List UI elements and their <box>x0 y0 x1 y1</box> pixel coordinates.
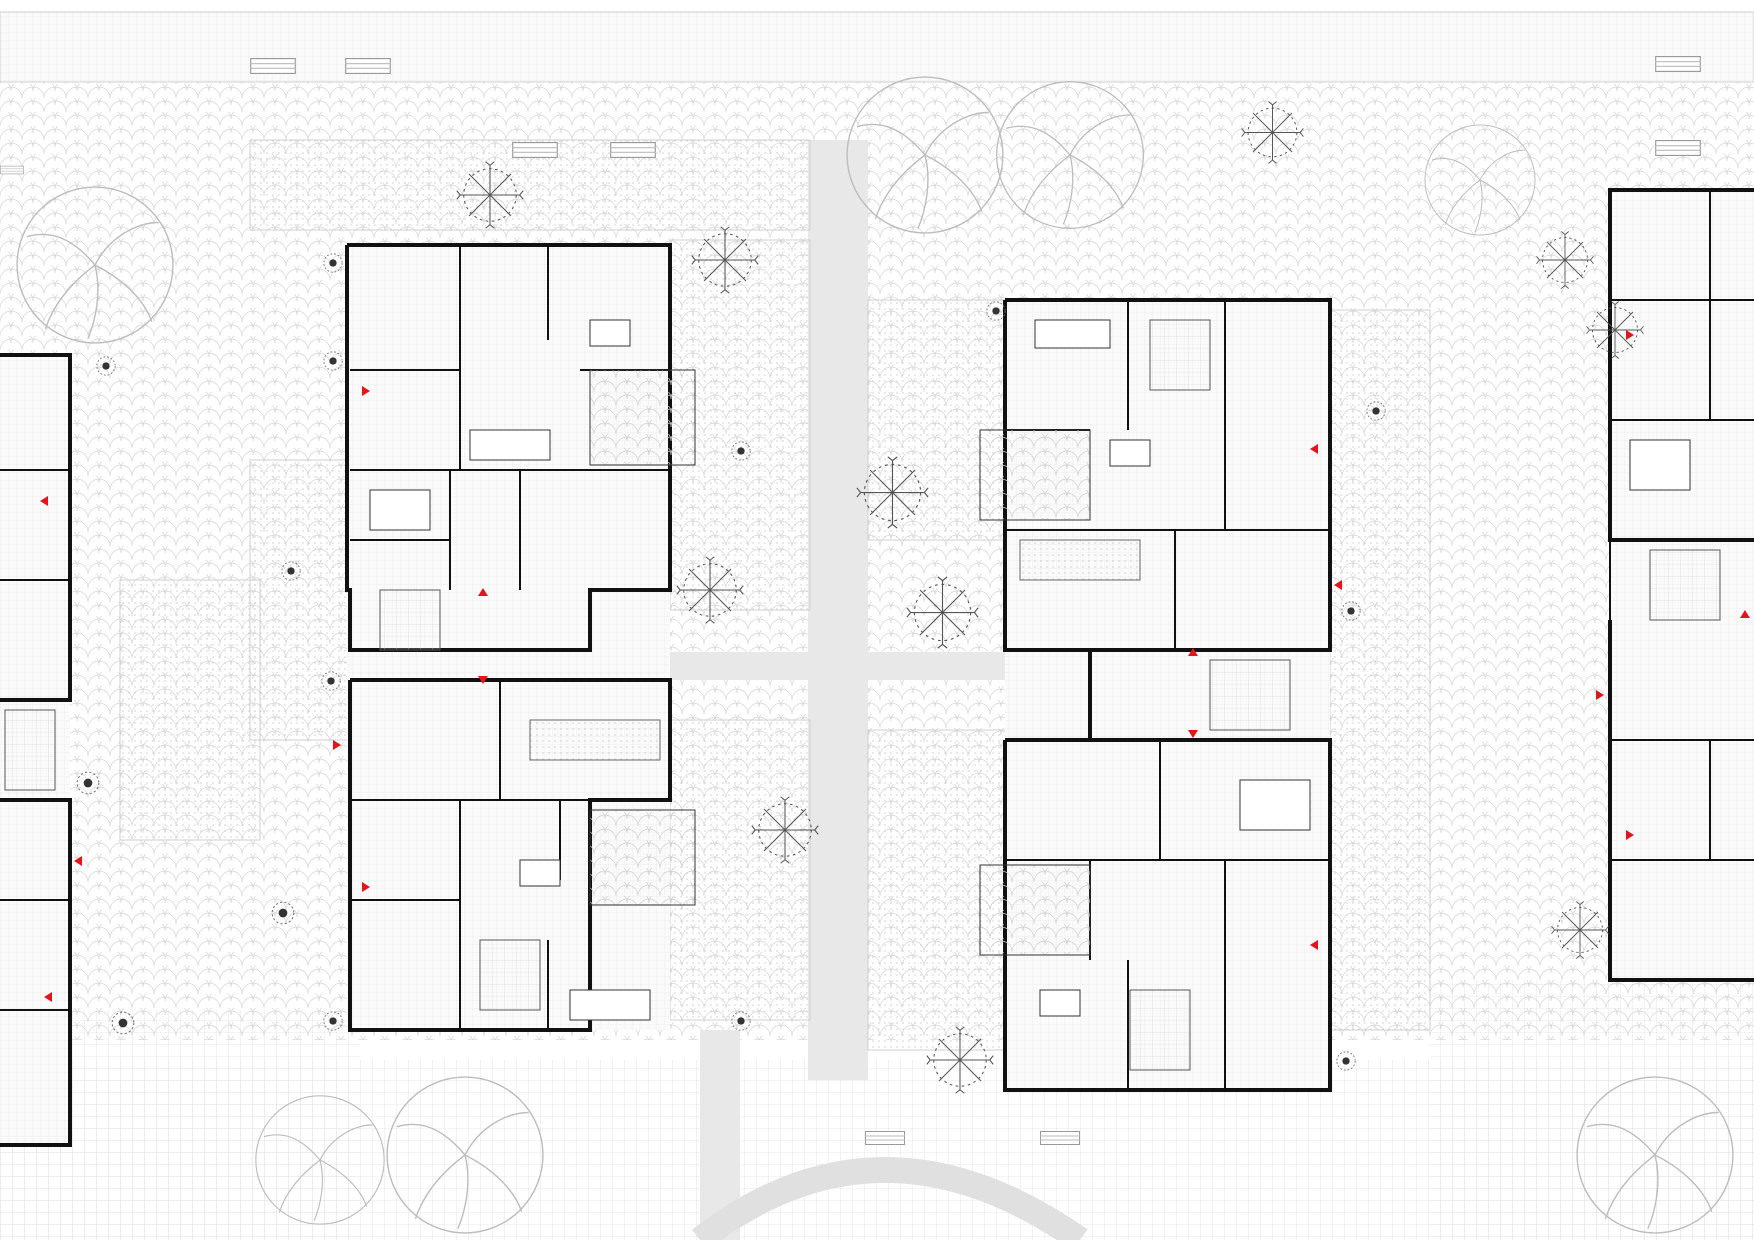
stair-c <box>1649 549 1721 621</box>
entrance-triangle-icon <box>1626 330 1634 340</box>
bed-a <box>369 489 431 531</box>
entrance-triangle-icon <box>1740 610 1750 618</box>
terrace-b2 <box>979 864 1091 956</box>
entrance-triangle-icon <box>362 882 370 892</box>
central-horizontal-path <box>588 652 1088 680</box>
bench-icon <box>345 58 391 74</box>
entrance-markers <box>40 330 1750 1002</box>
entrance-triangle-icon <box>40 496 48 506</box>
arched-path <box>692 1157 1088 1240</box>
stair-b-upper <box>1149 319 1211 391</box>
entrance-triangle-icon <box>44 992 52 1002</box>
entrance-triangle-icon <box>1188 730 1198 738</box>
building-d-partitions <box>0 469 70 1011</box>
plants-row-a <box>529 719 661 761</box>
building-b-walls <box>1003 298 1332 1092</box>
stair-d <box>4 709 56 791</box>
sofa-b <box>1034 319 1111 349</box>
central-vertical-path <box>808 140 868 1080</box>
stair-a-upper <box>379 589 441 651</box>
bench-icon <box>1655 140 1701 156</box>
stair-a-lower <box>479 939 541 1011</box>
entrance-triangle-icon <box>478 676 488 684</box>
bench-icon <box>0 165 24 175</box>
bench-icon <box>1655 56 1701 72</box>
dining-table-b1 <box>1109 439 1151 467</box>
entrance-triangle-icon <box>362 386 370 396</box>
plants-row-b <box>1019 539 1141 581</box>
entrance-triangle-icon <box>74 856 82 866</box>
entrance-triangle-icon <box>1188 648 1198 656</box>
building-d <box>0 353 72 1147</box>
entrance-triangle-icon <box>333 740 341 750</box>
bed-c <box>1629 439 1691 491</box>
garden-plots <box>119 139 1431 1051</box>
sofa-a1 <box>469 429 551 461</box>
dining-table-b2 <box>1039 989 1081 1017</box>
building-a <box>345 243 696 1032</box>
bench-icon <box>1040 1130 1080 1146</box>
terrace-a1 <box>589 369 696 466</box>
building-c <box>1608 188 1754 982</box>
dining-table-a1 <box>589 319 631 347</box>
terrace-a2 <box>589 809 696 906</box>
bench-icon <box>250 58 296 74</box>
terrace-b1 <box>979 429 1091 521</box>
entrance-triangle-icon <box>1334 580 1342 590</box>
entrance-triangle-icon <box>1310 444 1318 454</box>
entrance-triangle-icon <box>478 588 488 596</box>
sofa-a2 <box>569 989 651 1021</box>
bench-icon <box>512 142 558 158</box>
bed-b <box>1239 779 1311 831</box>
building-c-partitions <box>1609 190 1754 861</box>
building-b <box>979 298 1332 1092</box>
building-d-walls <box>0 353 72 1147</box>
bench-icon <box>865 1130 905 1146</box>
entrance-triangle-icon <box>1626 830 1634 840</box>
bench-icon <box>610 142 656 158</box>
entrance-triangle-icon <box>1310 940 1318 950</box>
stair-b-core <box>1209 659 1291 731</box>
dining-table-a2 <box>519 859 561 887</box>
stair-b-lower <box>1129 989 1191 1071</box>
entrance-triangle-icon <box>1596 690 1604 700</box>
